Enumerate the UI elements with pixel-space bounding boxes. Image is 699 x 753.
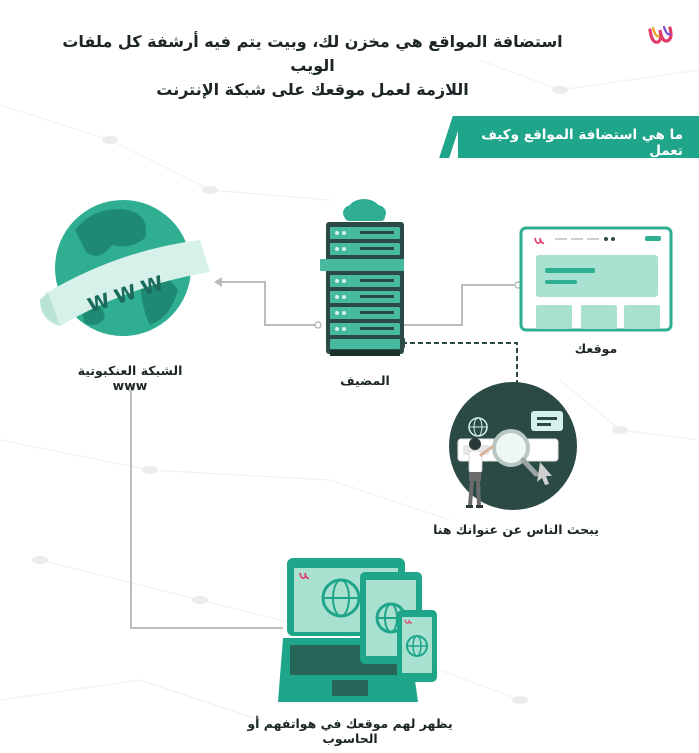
cursor-icon [537,462,552,485]
heading-line-2: اللازمة لعمل موقعك على شبكة الإنترنت [156,80,469,99]
badge-text: ما هي استضافة المواقع وكيف تعمل [481,127,683,159]
search-label: يبحث الناس عن عنوانك هنا [433,522,599,537]
page-heading: استضافة المواقع هي مخزن لك، وبيت يتم فيه… [40,30,585,102]
person-icon [466,438,494,508]
magnifier-icon [492,429,539,477]
connector-search-host [405,342,518,393]
www-banner [48,240,210,326]
connector-site-host [404,284,518,326]
chat-bubble-icon [531,411,563,431]
site-label: موقعك [574,341,618,356]
web-label-line-1: الشبكة العنكبوتية [77,363,183,378]
web-label-line-2: www [112,378,148,393]
phone-icon [397,610,437,682]
devices-label: يظهر لهم موقعك في هواتفهم أو الحاسوب [247,716,453,746]
arrow-web [214,277,222,287]
connector-host-web [222,281,318,326]
section-badge: ما هي استضافة المواقع وكيف تعمل [439,116,699,159]
host-label: المضيف [340,373,390,388]
cloud-icon [343,199,386,221]
web-label: الشبكة العنكبوتية www [60,363,200,393]
heading-line-1: استضافة المواقع هي مخزن لك، وبيت يتم فيه… [62,32,563,75]
connector-web-devices [130,388,283,629]
globe-small-icon [468,417,488,437]
